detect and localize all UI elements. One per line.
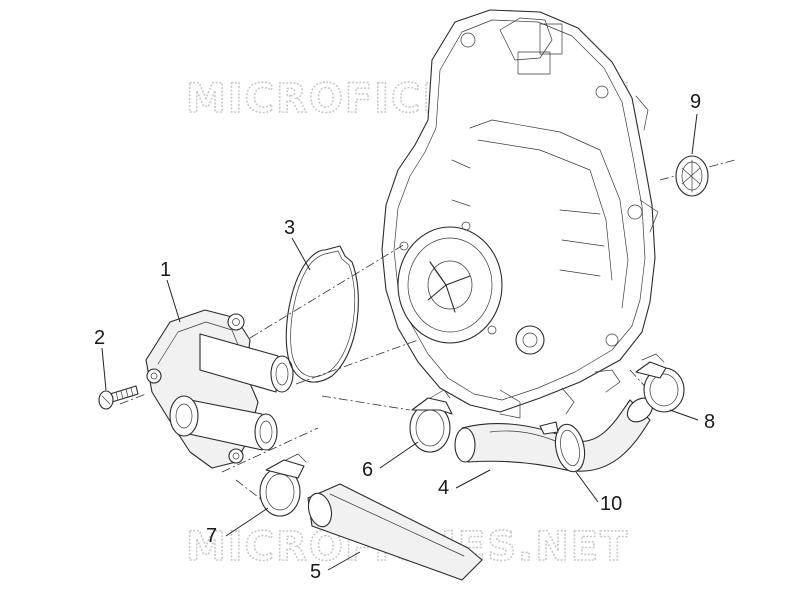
callout-labels: 1 2 3 4 5 6 7 8 9 10: [94, 91, 715, 583]
engine-case-cover: [381, 9, 659, 419]
hose-clamp-10: [539, 421, 586, 473]
seal-plug: [675, 155, 709, 197]
callout-leaders: [101, 113, 699, 571]
callout-9: 9: [690, 91, 701, 113]
callout-3: 3: [284, 217, 295, 239]
callout-4: 4: [438, 477, 449, 499]
assembly-lines: [119, 159, 736, 501]
callout-5: 5: [310, 561, 321, 583]
straight-hose: [307, 483, 483, 581]
callout-2: 2: [94, 327, 105, 349]
callout-1: 1: [160, 259, 171, 281]
screw: [98, 385, 139, 410]
hose-clamp-6: [409, 389, 453, 453]
callout-10: 10: [600, 493, 622, 515]
callout-7: 7: [206, 525, 217, 547]
hose-clamp-8: [635, 353, 685, 413]
hose-clamp-7: [259, 453, 307, 517]
gasket-ring: [285, 245, 359, 383]
callout-8: 8: [704, 411, 715, 433]
callout-6: 6: [362, 459, 373, 481]
water-pump-cover: [145, 309, 294, 469]
